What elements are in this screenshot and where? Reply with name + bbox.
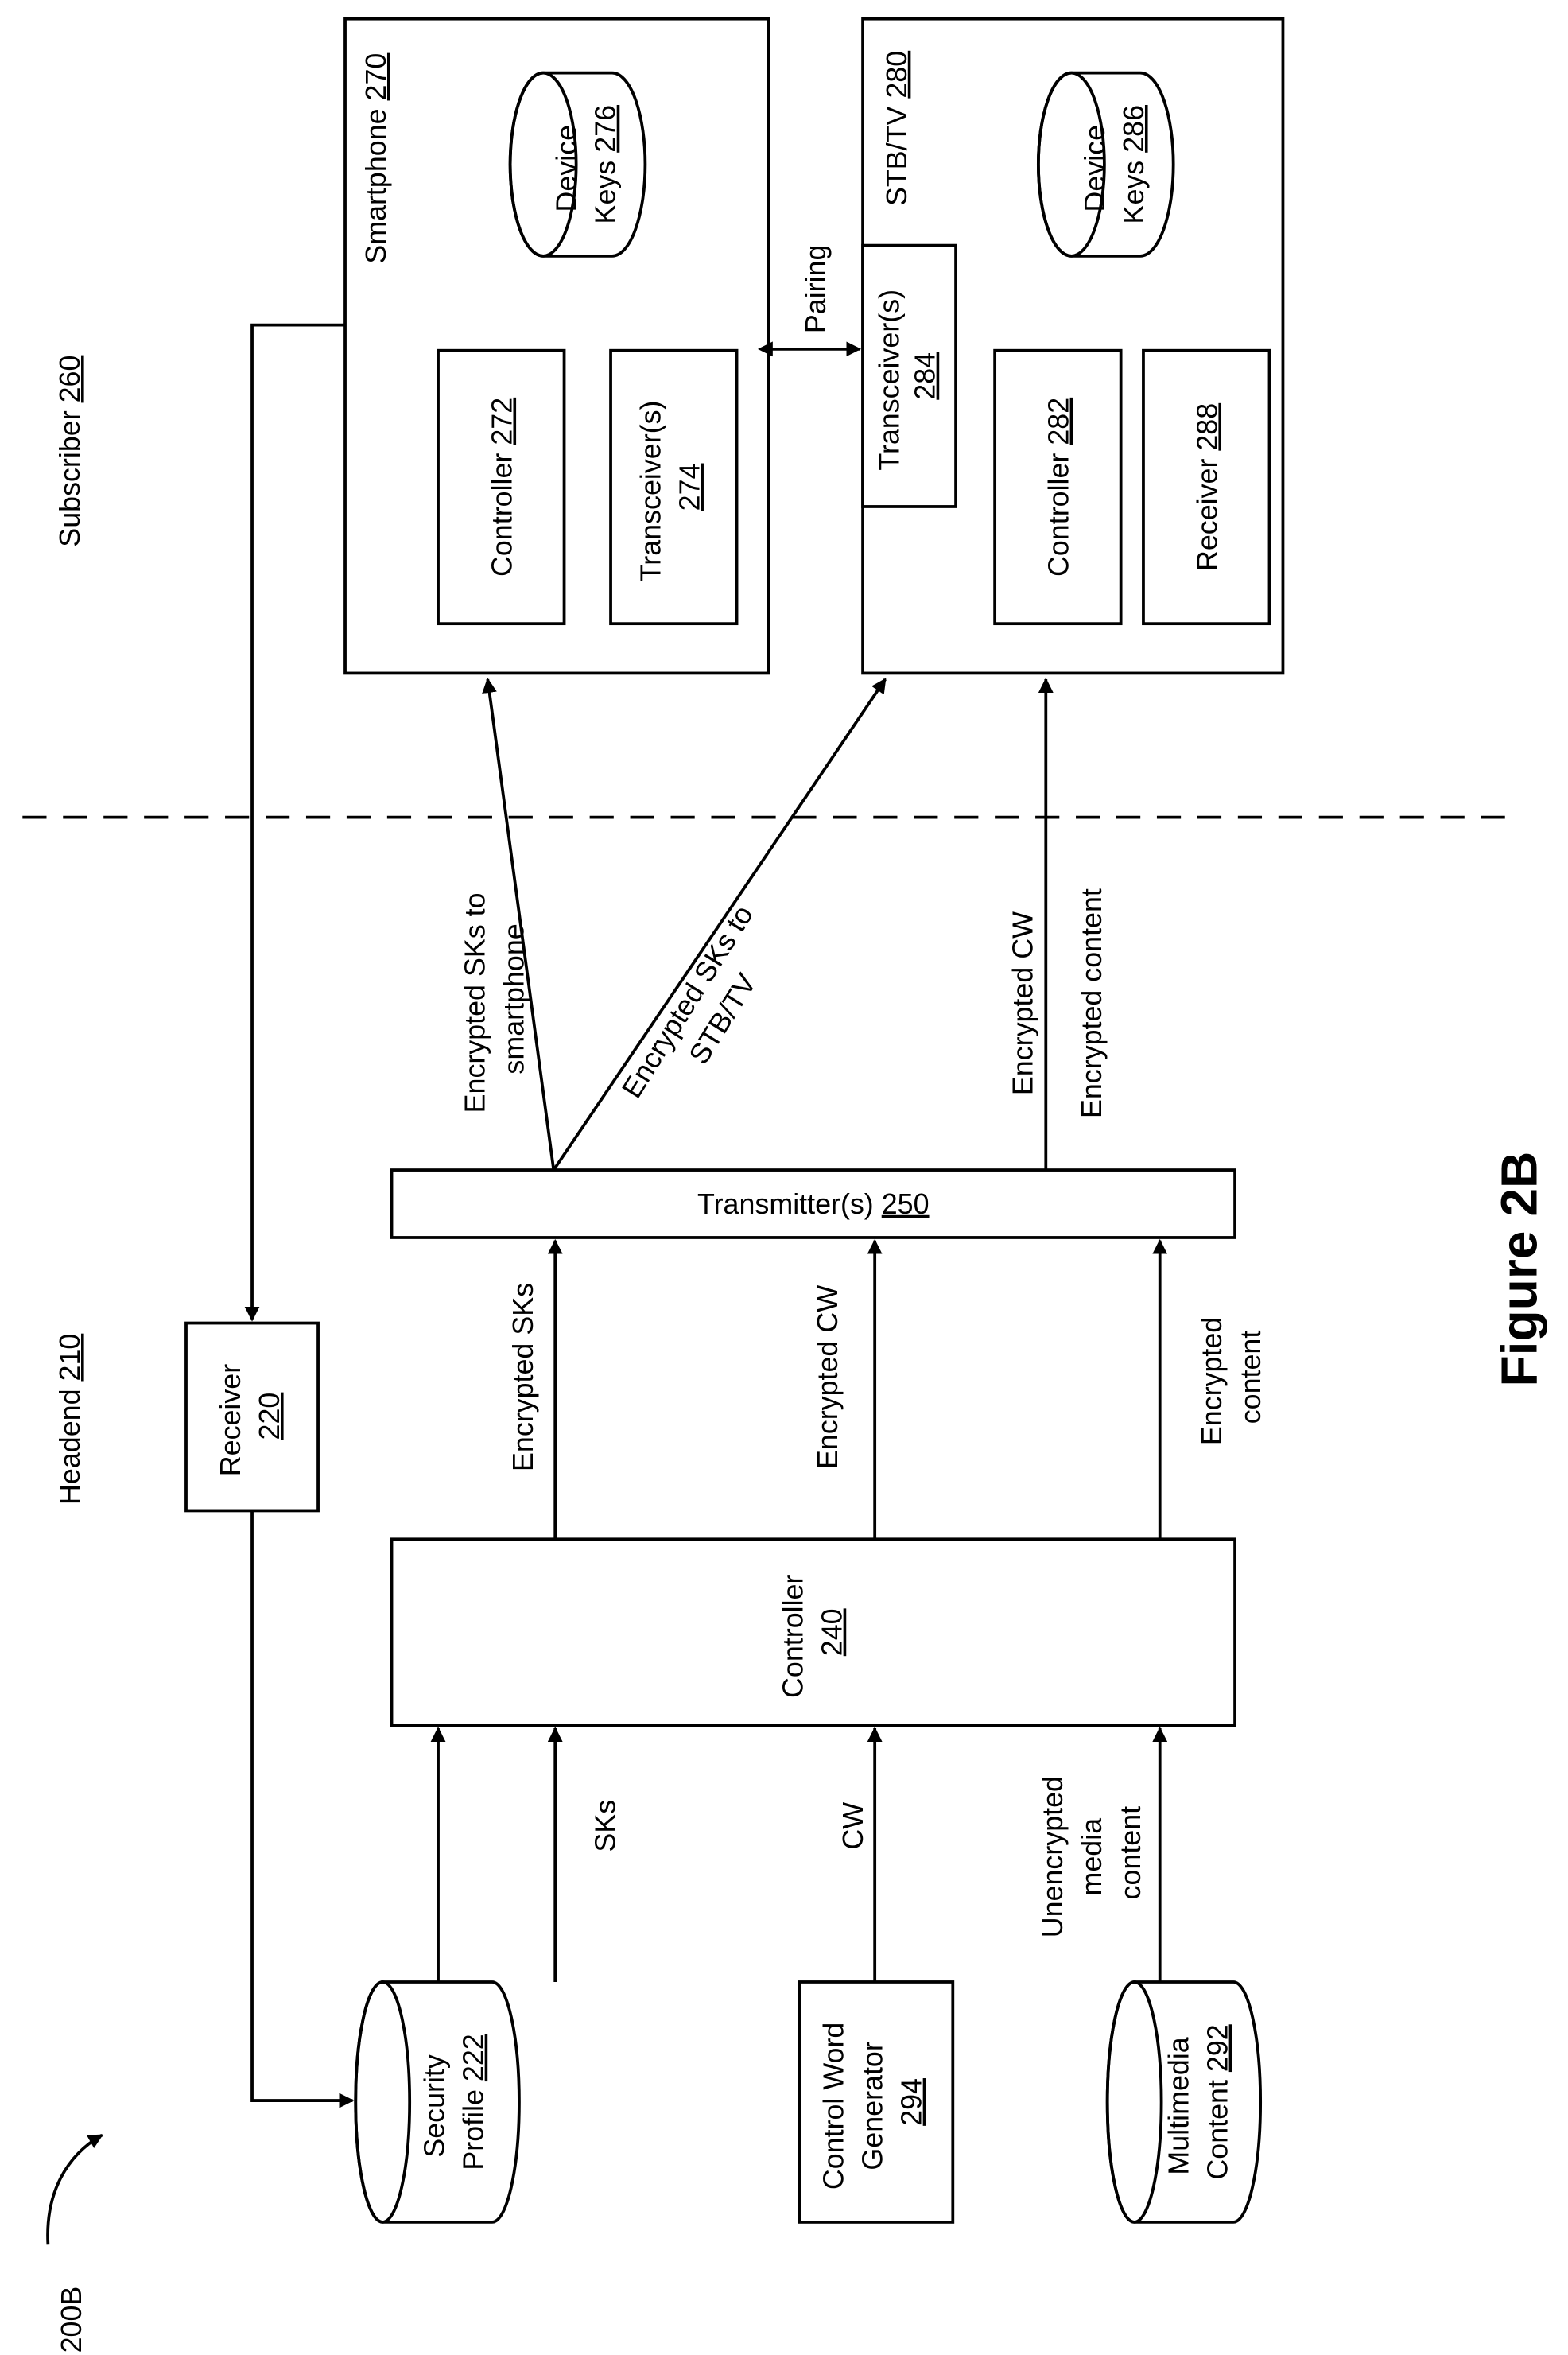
enc-sks-label: Encrypted SKs [507, 1283, 539, 1471]
transmitter-label: Transmitter(s) 250 [697, 1188, 929, 1220]
pairing-label: Pairing [800, 245, 832, 334]
control-word-generator-box[interactable]: Control Word Generator 294 [800, 1982, 953, 2222]
cw-label: CW [837, 1802, 869, 1850]
headend-region-label: Headend 210 [54, 1334, 86, 1505]
sks-label: SKs [590, 1800, 622, 1852]
stb-transceiver-box[interactable]: Transceiver(s) 284 [863, 246, 956, 507]
stb-receiver-box[interactable]: Receiver 288 [1143, 351, 1270, 624]
smartphone-label: Smartphone 270 [360, 53, 392, 264]
enc-sks-to-stb-label: Encrypted SKs to STB/TV [615, 893, 797, 1125]
stb-receiver-label: Receiver 288 [1191, 403, 1223, 571]
transmitter-box[interactable]: Transmitter(s) 250 [392, 1170, 1236, 1238]
unencrypted-media-label: Unencrypted media content [1037, 1768, 1147, 1937]
headend-controller-box[interactable]: Controller 240 [392, 1539, 1236, 1725]
multimedia-content-cylinder[interactable]: Multimedia Content 292 [1108, 1982, 1260, 2222]
security-profile-cylinder[interactable]: Security Profile 222 [355, 1982, 519, 2222]
stb-controller-label: Controller 282 [1043, 398, 1075, 577]
smartphone-controller-box[interactable]: Controller 272 [438, 351, 565, 624]
smartphone-controller-label: Controller 272 [486, 398, 518, 577]
figure-title: Figure 2B [1490, 1152, 1547, 1387]
headend-receiver-box[interactable]: Receiver 220 [186, 1323, 318, 1511]
smartphone-device-keys-cylinder[interactable]: Device Keys 276 [510, 73, 646, 256]
stb-device-keys-cylinder[interactable]: Device Keys 286 [1038, 73, 1174, 256]
stb-controller-box[interactable]: Controller 282 [995, 351, 1121, 624]
smartphone-to-receiver-line [252, 325, 345, 1320]
enc-cw-out-label: Encrypted CW [1007, 911, 1038, 1095]
figure-reference-label: 200B [56, 2287, 87, 2353]
stb-tv-label: STB/TV 280 [881, 51, 913, 206]
enc-content-out-label: Encrypted content [1076, 888, 1108, 1118]
stb-tv-block[interactable]: STB/TV 280 Device Keys 286 Transceiver(s… [863, 19, 1283, 674]
smartphone-transceiver-box[interactable]: Transceiver(s) 274 [611, 351, 737, 624]
subscriber-region-label: Subscriber 260 [54, 356, 86, 547]
receiver-to-security-profile-line [252, 1510, 352, 2100]
reference-arrow [48, 2135, 102, 2244]
enc-cw-label: Encrypted CW [812, 1285, 844, 1469]
enc-content-label: Encrypted content [1196, 1309, 1267, 1445]
smartphone-block[interactable]: Smartphone 270 Device Keys 276 Controlle… [345, 19, 768, 674]
